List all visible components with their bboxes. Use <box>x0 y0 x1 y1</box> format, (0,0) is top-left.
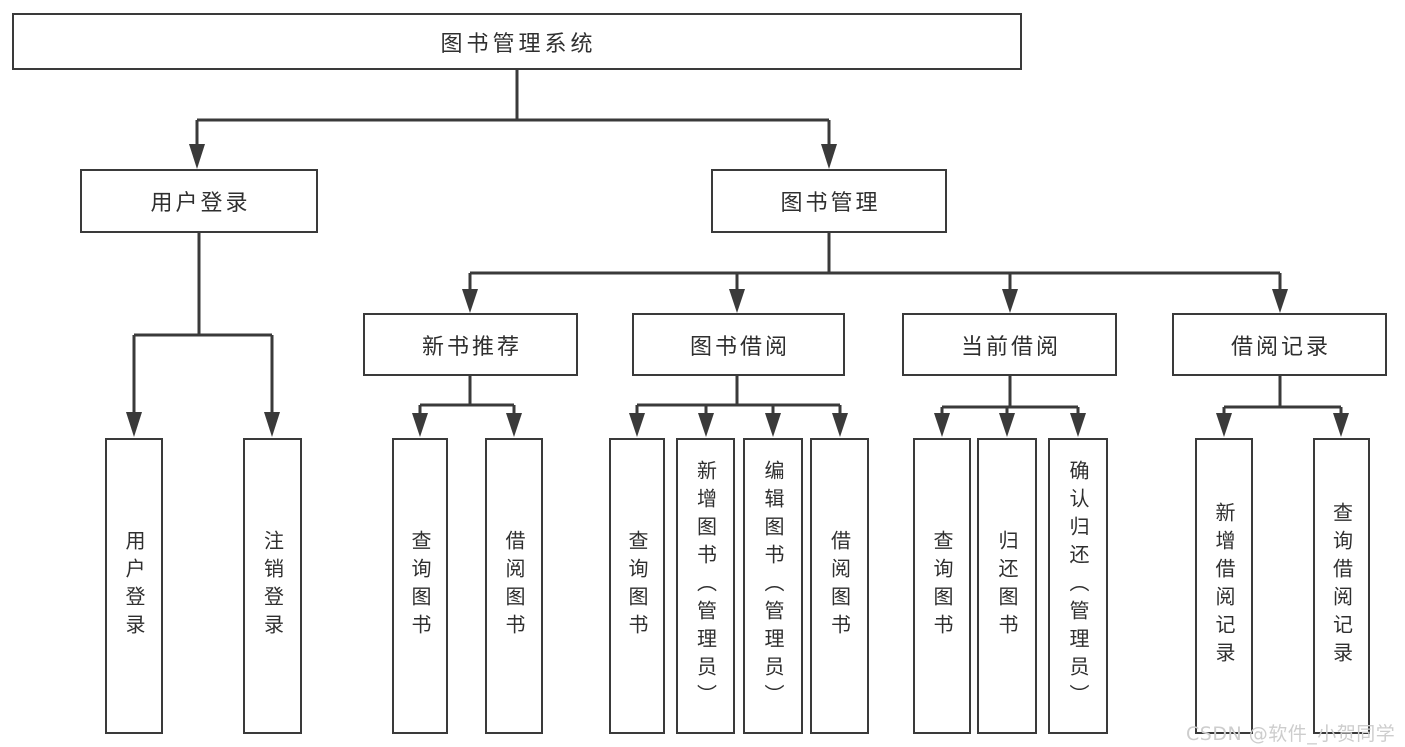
arrowhead <box>698 413 714 437</box>
leaf-nbr-borrow-books: 借阅图书 <box>485 438 543 734</box>
node-current-borrow-label: 当前借阅 <box>960 334 1061 360</box>
leaf-bb-add-books-admin-label: 新增图书（管理员） <box>693 460 718 712</box>
arrowhead <box>126 412 142 437</box>
leaf-logout: 注销登录 <box>243 438 302 734</box>
connector-book-mgmt <box>462 233 1288 313</box>
arrowhead <box>189 144 205 169</box>
leaf-br-query-record: 查询借阅记录 <box>1313 438 1370 734</box>
leaf-nbr-borrow-books-label: 借阅图书 <box>502 530 526 642</box>
leaf-cb-query-books: 查询图书 <box>913 438 971 734</box>
arrowhead <box>934 413 950 437</box>
arrowhead <box>1002 289 1018 313</box>
connector-new-book-rec <box>412 376 522 437</box>
leaf-cb-return-books-label: 归还图书 <box>995 530 1019 642</box>
leaf-bb-query-books-label: 查询图书 <box>625 530 649 642</box>
arrowhead <box>629 413 645 437</box>
node-borrow-records-label: 借阅记录 <box>1230 334 1331 360</box>
node-current-borrow: 当前借阅 <box>902 313 1117 376</box>
arrowhead <box>729 289 745 313</box>
leaf-bb-borrow-books: 借阅图书 <box>810 438 869 734</box>
leaf-bb-query-books: 查询图书 <box>609 438 665 734</box>
leaf-cb-query-books-label: 查询图书 <box>930 530 954 642</box>
node-user-login-label: 用户登录 <box>150 191 251 216</box>
leaf-user-login-label: 用户登录 <box>122 530 146 642</box>
leaf-bb-edit-books-admin: 编辑图书（管理员） <box>743 438 803 734</box>
leaf-br-add-record: 新增借阅记录 <box>1195 438 1253 734</box>
node-book-borrow-label: 图书借阅 <box>689 334 790 360</box>
arrowhead <box>821 144 837 169</box>
leaf-nbr-query-books-label: 查询图书 <box>408 530 432 642</box>
arrowhead <box>462 289 478 313</box>
node-root: 图书管理系统 <box>12 13 1022 70</box>
arrowhead <box>506 413 522 437</box>
leaf-user-login: 用户登录 <box>105 438 163 734</box>
arrowhead <box>412 413 428 437</box>
leaf-bb-borrow-books-label: 借阅图书 <box>827 530 852 642</box>
arrowhead <box>264 412 280 437</box>
connector-current-borrow <box>934 376 1086 437</box>
arrowhead <box>1333 413 1349 437</box>
node-root-label: 图书管理系统 <box>440 31 597 57</box>
arrowhead <box>999 413 1015 437</box>
arrowhead <box>765 413 781 437</box>
leaf-nbr-query-books: 查询图书 <box>392 438 448 734</box>
node-borrow-records: 借阅记录 <box>1172 313 1387 376</box>
leaf-bb-add-books-admin: 新增图书（管理员） <box>676 438 735 734</box>
node-book-borrow: 图书借阅 <box>632 313 845 376</box>
leaf-br-query-record-label: 查询借阅记录 <box>1329 502 1354 670</box>
node-new-book-rec: 新书推荐 <box>363 313 578 376</box>
leaf-bb-edit-books-admin-label: 编辑图书（管理员） <box>761 460 785 712</box>
connector-borrow-records <box>1216 376 1349 437</box>
csdn-watermark: CSDN @软件_小贺同学 <box>1186 723 1396 745</box>
leaf-cb-confirm-return-admin-label: 确认归还（管理员） <box>1066 460 1090 712</box>
connector-root <box>189 70 837 169</box>
leaf-cb-confirm-return-admin: 确认归还（管理员） <box>1048 438 1108 734</box>
leaf-br-add-record-label: 新增借阅记录 <box>1212 502 1236 670</box>
node-book-mgmt-label: 图书管理 <box>780 191 881 216</box>
node-user-login: 用户登录 <box>80 169 318 233</box>
connector-user-login <box>126 233 280 437</box>
arrowhead <box>1070 413 1086 437</box>
node-new-book-rec-label: 新书推荐 <box>421 334 522 360</box>
node-book-mgmt: 图书管理 <box>711 169 947 233</box>
arrowhead <box>832 413 848 437</box>
arrowhead <box>1272 289 1288 313</box>
leaf-logout-label: 注销登录 <box>260 530 285 642</box>
arrowhead <box>1216 413 1232 437</box>
leaf-cb-return-books: 归还图书 <box>977 438 1037 734</box>
connector-book-borrow <box>629 376 848 437</box>
